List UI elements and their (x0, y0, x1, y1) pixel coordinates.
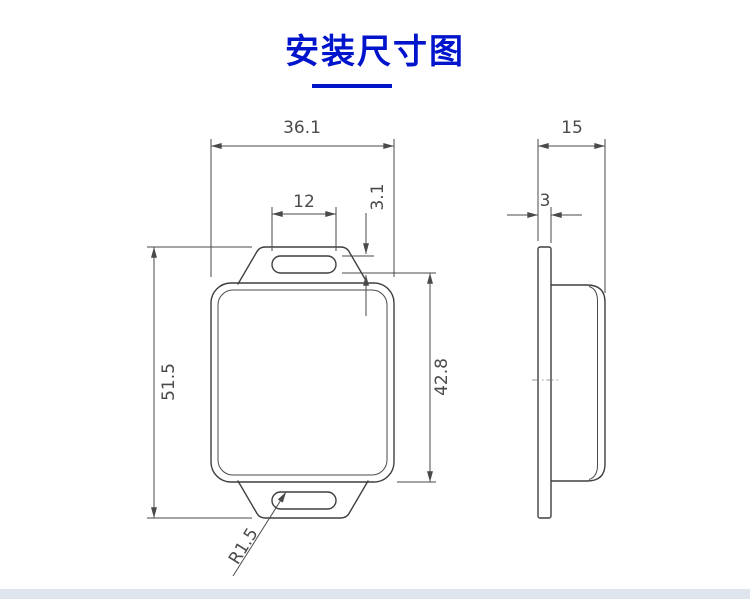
dim-slot-width: 12 (271, 192, 337, 251)
dim-depth: 15 (537, 118, 606, 293)
page-title: 安装尺寸图 (285, 33, 465, 71)
dim-fillet-radius-label: R1.5 (225, 525, 263, 569)
dim-slot-height-label: 3.1 (368, 183, 388, 210)
fillet-leader-line (232, 491, 287, 577)
dim-body-height: 42.8 (397, 273, 452, 483)
dim-slot-height-extension-lines (342, 255, 436, 274)
side-view (532, 246, 606, 519)
title-underline (312, 84, 392, 88)
top-mounting-tab (237, 246, 369, 285)
dim-width: 36.1 (210, 118, 395, 277)
dim-body-height-label: 42.8 (432, 358, 452, 396)
side-body-profile (550, 284, 606, 482)
next-section-edge (0, 589, 750, 599)
dim-flange-thickness-label: 3 (540, 191, 551, 211)
dim-width-label: 36.1 (283, 118, 321, 138)
bottom-mounting-tab (237, 480, 369, 519)
header: 安装尺寸图 (0, 30, 750, 74)
dim-width-extension-lines (210, 139, 395, 277)
dim-overall-height: 51.5 (147, 246, 252, 519)
dim-flange-thickness: 3 (507, 191, 582, 243)
dim-depth-label: 15 (561, 118, 583, 138)
dim-depth-extension-lines (537, 139, 606, 293)
front-body-outline (210, 282, 395, 483)
dim-fillet-radius: R1.5 (225, 491, 287, 577)
side-body-edge-contour (588, 286, 598, 480)
dim-slot-width-label: 12 (293, 192, 315, 212)
dim-overall-height-extension-lines (147, 246, 252, 519)
top-mounting-slot (271, 255, 337, 274)
dim-slot-height: 3.1 (342, 183, 436, 316)
front-body-inner-face (217, 289, 388, 476)
dim-overall-height-label: 51.5 (159, 363, 179, 401)
side-flange-plate (537, 246, 552, 519)
bottom-mounting-slot (271, 491, 337, 510)
front-view (210, 246, 395, 519)
